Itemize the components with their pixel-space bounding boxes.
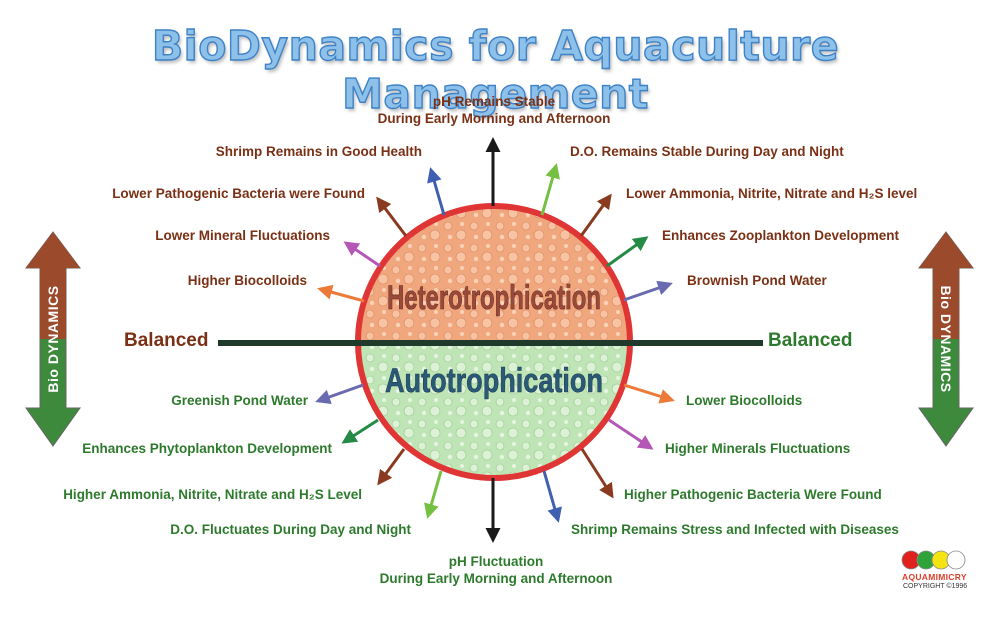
- heterotrophication-label: Heterotrophication: [387, 279, 601, 317]
- upper-right-item: Lower Ammonia, Nitrite, Nitrate and H₂S …: [626, 186, 918, 201]
- lower-left-item: Enhances Phytoplankton Development: [82, 441, 332, 456]
- arrow-ul-2: [376, 196, 408, 237]
- arrow-lr-1: [623, 383, 675, 404]
- balanced-right-label: Balanced: [768, 330, 853, 351]
- balanced-left-label: Balanced: [124, 330, 209, 351]
- logo-dot-white: [946, 550, 966, 570]
- arrow-lr-4: [542, 470, 562, 523]
- top-center-label: pH Remains Stable During Early Morning a…: [344, 93, 644, 127]
- upper-left-item: Shrimp Remains in Good Health: [215, 144, 422, 159]
- bottom-center-label: pH Fluctuation During Early Morning and …: [346, 553, 646, 587]
- bottom-center-line1: pH Fluctuation: [448, 554, 544, 569]
- arrow-ll-4: [424, 470, 443, 519]
- arrow-ul-4: [317, 284, 365, 303]
- lower-right-item: Higher Pathogenic Bacteria Were Found: [624, 487, 882, 502]
- upper-right-item: Brownish Pond Water: [687, 273, 827, 288]
- lower-left-item: Higher Ammonia, Nitrite, Nitrate and H₂S…: [63, 487, 362, 502]
- arrow-lr-3: [580, 448, 614, 499]
- arrow-ul-1: [427, 167, 446, 216]
- bottom-center-line2: During Early Morning and Afternoon: [379, 571, 613, 586]
- arrow-ll-2: [341, 418, 379, 444]
- circle-top-half: [358, 206, 630, 342]
- upper-right-item: Enhances Zooplankton Development: [662, 228, 900, 243]
- upper-left-item: Lower Mineral Fluctuations: [155, 228, 330, 243]
- top-center-line1: pH Remains Stable: [432, 94, 556, 109]
- top-center-line2: During Early Morning and Afternoon: [377, 111, 611, 126]
- arrow-ll-1: [315, 383, 364, 405]
- circle-bottom-half: [358, 342, 630, 478]
- lower-left-item: D.O. Fluctuates During Day and Night: [170, 522, 411, 537]
- logo-copyright: COPYRIGHT ©1996: [903, 583, 968, 590]
- arrow-ur-4: [623, 280, 673, 302]
- upper-left-item: Lower Pathogenic Bacteria were Found: [112, 186, 365, 201]
- left-side-arrow-label: Bio DYNAMICS: [45, 285, 61, 393]
- page-title: BioDynamics for Aquaculture Management: [151, 21, 840, 118]
- autotrophication-label: Autotrophication: [385, 362, 603, 400]
- arrow-ur-1: [540, 163, 560, 216]
- lower-right-item: Lower Biocolloids: [686, 393, 803, 408]
- lower-right-item: Shrimp Remains Stress and Infected with …: [571, 522, 899, 537]
- arrow-ul-3: [343, 241, 381, 268]
- arrow-ur-3: [606, 236, 649, 268]
- arrow-ll-3: [377, 448, 406, 486]
- logo-name: AQUAMIMICRY: [902, 572, 967, 582]
- arrow-lr-2: [608, 418, 654, 450]
- right-side-arrow-label: Bio DYNAMICS: [938, 285, 954, 393]
- upper-left-item: Higher Biocolloids: [187, 273, 307, 288]
- lower-left-item: Greenish Pond Water: [171, 393, 308, 408]
- arrow-ur-2: [579, 193, 612, 237]
- upper-right-item: D.O. Remains Stable During Day and Night: [570, 144, 844, 159]
- lower-right-item: Higher Minerals Fluctuations: [665, 441, 851, 456]
